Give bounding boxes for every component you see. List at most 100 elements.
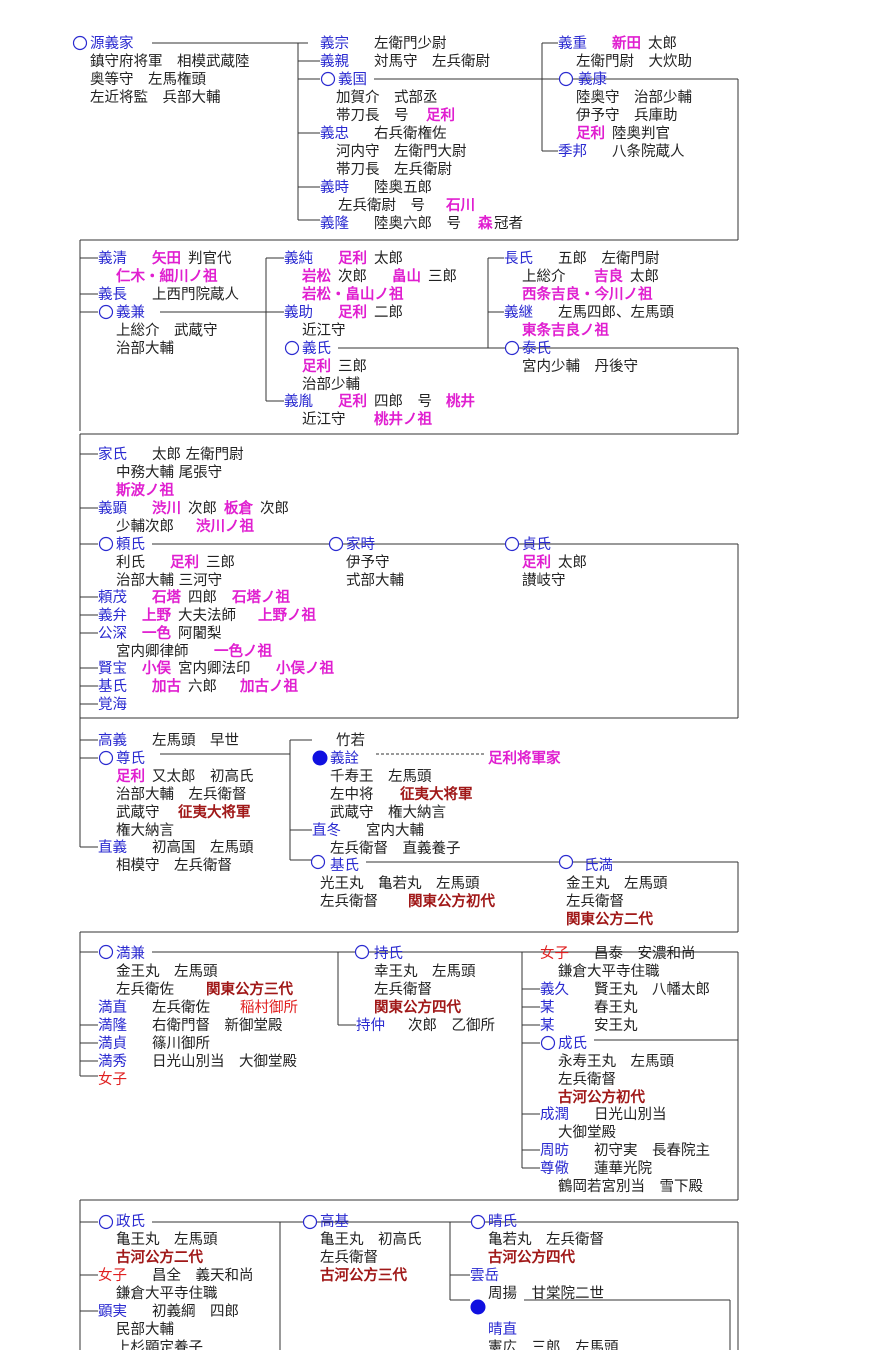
- person-name: 義長: [98, 286, 127, 303]
- branch-label: 一色: [142, 624, 171, 642]
- person-note: 左兵衛佐: [116, 981, 174, 998]
- branch-label: 加古: [151, 677, 181, 695]
- person-note: 上総介 武蔵守: [116, 322, 218, 339]
- branch-label: 上野: [142, 607, 171, 624]
- person-note: 陸奥六郎 号: [374, 215, 461, 232]
- person-note: 左兵衛督 直義養子: [330, 839, 461, 857]
- person-name: 義氏: [302, 340, 331, 357]
- branch-label: 足利: [576, 124, 605, 142]
- person-name: 晴氏: [488, 1213, 517, 1230]
- person-name: 家時: [346, 536, 375, 553]
- person-note: 左馬頭 早世: [152, 732, 239, 749]
- person-name: 高基: [320, 1213, 349, 1230]
- person-name: 義忠: [320, 125, 349, 142]
- person-name: 義詮: [330, 750, 359, 767]
- person-note: 亀若丸 左兵衛督: [488, 1231, 604, 1248]
- title-label: 古河公方四代: [488, 1248, 575, 1266]
- person-note: 鶴岡若宮別当 雪下殿: [558, 1178, 703, 1195]
- person-note: 大夫法師: [178, 607, 236, 624]
- person-name: 基氏: [330, 857, 359, 874]
- person-name: 義胤: [284, 393, 313, 410]
- person-note: 金王丸 左馬頭: [116, 963, 218, 980]
- branch-label: 板倉: [224, 499, 253, 517]
- branch-label: 小俣: [142, 659, 171, 677]
- female-label: 稲村御所: [240, 999, 298, 1016]
- person-name: 義純: [284, 250, 313, 267]
- person-note: 左近将監 兵部大輔: [90, 89, 221, 106]
- person-note: 周揚 甘棠院二世: [488, 1285, 604, 1302]
- person-name: 賢宝: [98, 660, 127, 677]
- open-circle-icon: [98, 750, 114, 766]
- open-circle-icon: [284, 340, 300, 356]
- branch-label: 石塔ノ祖: [231, 588, 290, 606]
- person-note: 太郎: [630, 268, 659, 285]
- person-note: 河内守 左衛門大尉: [336, 143, 467, 160]
- person-note: 式部大輔: [346, 572, 404, 589]
- person-note: 光王丸 亀若丸 左馬頭: [320, 875, 480, 892]
- person-note: 次郎: [260, 500, 289, 517]
- open-circle-icon: [470, 1214, 486, 1230]
- node-markers: [72, 35, 574, 1315]
- title-label: 関東公方二代: [566, 910, 653, 928]
- open-circle-icon: [98, 1214, 114, 1230]
- person-name: 持仲: [356, 1017, 385, 1034]
- person-note: 千寿王 左馬頭: [330, 768, 432, 785]
- person-name: 直冬: [312, 822, 341, 839]
- person-note: 三郎: [206, 554, 235, 571]
- open-circle-icon: [354, 944, 370, 960]
- person-note: 右衛門督 新御堂殿: [152, 1017, 283, 1034]
- person-note: 憲広 三郎 左馬頭: [488, 1338, 619, 1350]
- person-note: 初義綱 四郎: [152, 1303, 239, 1320]
- person-note: 判官代: [188, 250, 232, 267]
- person-name: 長氏: [504, 250, 533, 267]
- person-note: 近江守: [302, 411, 346, 428]
- person-name: 頼茂: [98, 589, 127, 606]
- person-name: 義時: [320, 179, 349, 196]
- person-name: 雲岳: [470, 1267, 499, 1284]
- branch-label: 足利: [116, 767, 145, 785]
- person-note: 太郎: [374, 250, 403, 267]
- person-note: 中務大輔 尾張守: [116, 464, 222, 481]
- open-circle-icon: [504, 340, 520, 356]
- open-circle-icon: [320, 71, 336, 87]
- title-label: 征夷大将軍: [178, 803, 251, 821]
- person-name: 直義: [98, 839, 127, 856]
- branch-label: 一色ノ祖: [214, 642, 272, 660]
- person-name: 義助: [284, 304, 313, 321]
- person-name: 義久: [540, 981, 569, 998]
- person-name: 某: [540, 999, 555, 1016]
- person-note: 宮内卿律師: [116, 643, 189, 660]
- person-note: 六郎: [188, 678, 217, 695]
- person-note: 蓮華光院: [594, 1160, 652, 1177]
- person-name: 持氏: [374, 945, 403, 962]
- open-circle-icon: [98, 536, 114, 552]
- person-note: 四郎 号: [374, 393, 432, 410]
- branch-label: 桃井: [446, 392, 475, 410]
- person-note: 奥等守 左馬権頭: [90, 70, 206, 88]
- person-note: 大御堂殿: [558, 1124, 616, 1141]
- person-note: 次郎: [188, 500, 217, 517]
- branch-label: 岩松・畠山ノ祖: [301, 285, 404, 303]
- person-note: 太郎 左衛門尉: [152, 446, 244, 463]
- person-name: 満隆: [98, 1017, 127, 1034]
- branch-label: 足利: [426, 106, 455, 124]
- person-note: 初高国 左馬頭: [152, 839, 254, 856]
- person-note: 鎌倉大平寺住職: [558, 963, 660, 980]
- person-name: 季邦: [558, 143, 587, 160]
- person-name: 尊氏: [116, 750, 145, 767]
- person-name: 氏満: [584, 857, 613, 874]
- open-circle-icon: [540, 1035, 556, 1051]
- branch-label: 吉良: [594, 267, 623, 285]
- branch-label: 上野ノ祖: [258, 606, 316, 624]
- person-note: 太郎: [648, 35, 677, 52]
- branch-label: 東条吉良ノ祖: [522, 321, 609, 339]
- person-note: 左兵衛督: [566, 893, 624, 910]
- title-label: 関東公方三代: [206, 980, 293, 998]
- person-note: 次郎 乙御所: [408, 1017, 495, 1034]
- person-name: 公深: [98, 625, 127, 642]
- branch-label: 渋川: [152, 499, 181, 517]
- branch-label: 森: [478, 214, 493, 232]
- person-note: 左兵衛佐: [152, 999, 210, 1016]
- title-label: 関東公方初代: [408, 892, 495, 910]
- person-note: 伊予守: [346, 554, 390, 571]
